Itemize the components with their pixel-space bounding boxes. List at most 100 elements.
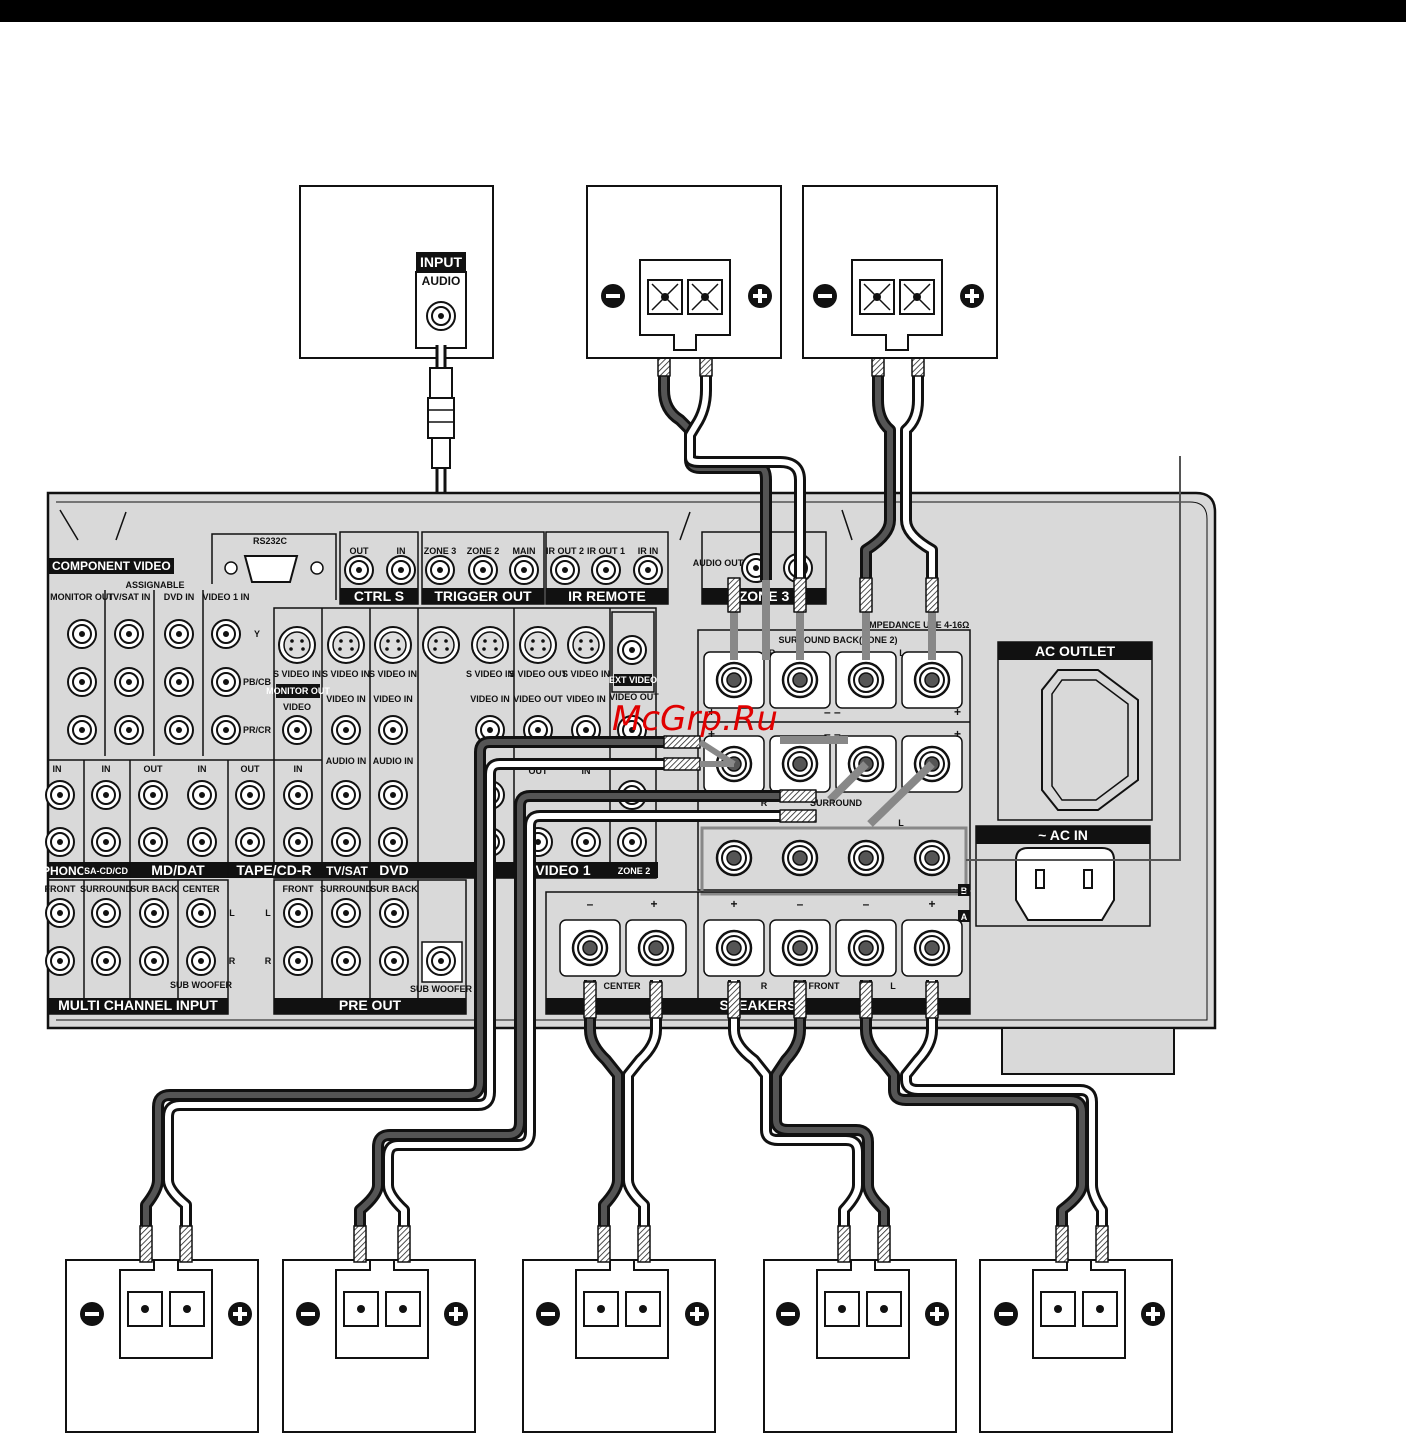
b-label: B <box>961 886 968 896</box>
monitor-video-label: VIDEO <box>283 702 311 712</box>
sur-minus-1: – <box>824 727 831 741</box>
sacd-in-label: IN <box>102 764 111 774</box>
ext-video-label: EXT VIDEO <box>609 675 657 685</box>
svideo-label-5: S VIDEO IN <box>466 669 514 679</box>
ir-out2-label: IR OUT 2 <box>546 546 584 556</box>
sur-l-label: L <box>898 818 904 828</box>
a-label: A <box>961 912 968 922</box>
audio-in-label-3: AUDIO IN <box>373 756 414 766</box>
in-label-7: IN <box>582 766 591 776</box>
monitor-out-video-label: MONITOR OUT <box>266 686 330 696</box>
center-label: CENTER <box>603 981 641 991</box>
surround-label: SURROUND <box>810 798 863 808</box>
pre-surround-label: SURROUND <box>320 884 373 894</box>
sur-r-label: R <box>761 798 768 808</box>
front-l-label: L <box>890 981 896 991</box>
tape-cdr-label: TAPE/CD-R <box>236 862 311 878</box>
phono-in-label: IN <box>53 764 62 774</box>
fl-plus: + <box>928 897 935 911</box>
monitor-out-label: MONITOR OUT <box>50 592 114 602</box>
trigger-main-label: MAIN <box>513 546 536 556</box>
header-bar <box>0 0 1406 22</box>
sb-minus-1: – <box>824 705 831 719</box>
video-in-label-2: VIDEO IN <box>326 694 366 704</box>
speaker-box-bottom-2 <box>282 1225 476 1433</box>
ac-outlet-label: AC OUTLET <box>1035 643 1116 659</box>
video1-in-label: VIDEO 1 IN <box>202 592 249 602</box>
subwoofer-box: INPUT AUDIO <box>299 185 494 359</box>
svideo-label-2: S VIDEO IN <box>322 669 370 679</box>
component-video-label: COMPONENT VIDEO <box>52 559 171 573</box>
pre-out-label: PRE OUT <box>339 997 402 1013</box>
sur-plus-1: + <box>708 727 715 741</box>
speaker-box-bottom-4 <box>763 1225 957 1433</box>
trigger-zone2-label: ZONE 2 <box>467 546 500 556</box>
assignable-label: ASSIGNABLE <box>125 580 184 590</box>
rs232c-label: RS232C <box>253 536 288 546</box>
dvd-label: DVD <box>379 862 409 878</box>
pre-l-label: L <box>265 908 271 918</box>
fl-minus: – <box>863 897 870 911</box>
sb-plus-2: + <box>954 705 961 719</box>
ext-video-out-label: VIDEO OUT <box>609 692 659 702</box>
sacd-label: SA-CD/CD <box>84 866 128 876</box>
zone3-audio-out-label: AUDIO OUT <box>693 558 744 568</box>
ir-out1-label: IR OUT 1 <box>587 546 625 556</box>
pbcb-label: PB/CB <box>243 677 272 687</box>
mci-sub-woofer-label: SUB WOOFER <box>170 980 232 990</box>
tape-out-label: OUT <box>241 764 261 774</box>
multi-channel-input-label: MULTI CHANNEL INPUT <box>58 997 218 1013</box>
ir-remote-label: IR REMOTE <box>568 588 646 604</box>
video-in-label-5: VIDEO IN <box>470 694 510 704</box>
md-in-label: IN <box>198 764 207 774</box>
watermark: McGrp.Ru <box>612 699 778 739</box>
pre-r-label: R <box>265 956 272 966</box>
prcr-label: PR/CR <box>243 725 272 735</box>
speaker-box-top-2 <box>802 185 998 359</box>
front-label: FRONT <box>809 981 840 991</box>
svideo-label-6: S VIDEO OUT <box>509 669 568 679</box>
front-r-label: R <box>761 981 768 991</box>
svideo-label-7: S VIDEO IN <box>562 669 610 679</box>
fr-minus: – <box>797 897 804 911</box>
dvd-in-label: DVD IN <box>164 592 195 602</box>
pre-out-subwoofer-jack[interactable] <box>426 946 456 976</box>
audio-label: AUDIO <box>422 274 461 288</box>
surround-back-label: SURROUND BACK(ZONE 2) <box>779 635 898 645</box>
zone2-label: ZONE 2 <box>618 866 651 876</box>
input-label: INPUT <box>420 254 462 270</box>
ctrl-s-label: CTRL S <box>354 588 404 604</box>
speaker-box-bottom-3 <box>522 1225 716 1433</box>
center-minus: – <box>587 897 594 911</box>
fr-plus: + <box>730 897 737 911</box>
mci-front-label: FRONT <box>45 884 76 894</box>
pre-front-label: FRONT <box>283 884 314 894</box>
center-plus: + <box>650 897 657 911</box>
sb-plus-1: + <box>708 705 715 719</box>
mci-l-label: L <box>229 908 235 918</box>
ac-in-label: ~ AC IN <box>1038 827 1088 843</box>
mci-surback-label: SUR BACK <box>130 884 178 894</box>
video1-label: VIDEO 1 <box>535 862 590 878</box>
speaker-box-bottom-5 <box>979 1225 1173 1433</box>
video-out-label-6: VIDEO OUT <box>513 694 563 704</box>
ctrl-in-label: IN <box>397 546 406 556</box>
svideo-label-3: S VIDEO IN <box>369 669 417 679</box>
mci-r-label: R <box>229 956 236 966</box>
tape-in-label: IN <box>294 764 303 774</box>
speaker-wires <box>140 335 1108 1240</box>
speaker-box-top-1 <box>586 185 782 359</box>
tvsat-in-label: TV/SAT IN <box>108 592 151 602</box>
tvsat-label: TV/SAT <box>326 864 368 878</box>
audio-in-label-2: AUDIO IN <box>326 756 367 766</box>
y-label: Y <box>254 629 260 639</box>
subwoofer-input-jack[interactable] <box>426 301 456 331</box>
sur-minus-2: – <box>834 727 841 741</box>
sb-l-label: L <box>899 648 905 658</box>
mci-surround-label: SURROUND <box>80 884 133 894</box>
svideo-label-1: S VIDEO IN <box>273 669 321 679</box>
sur-plus-2: + <box>954 727 961 741</box>
ctrl-out-label: OUT <box>350 546 370 556</box>
pre-sub-woofer-label: SUB WOOFER <box>410 984 472 994</box>
md-dat-label: MD/DAT <box>151 862 205 878</box>
